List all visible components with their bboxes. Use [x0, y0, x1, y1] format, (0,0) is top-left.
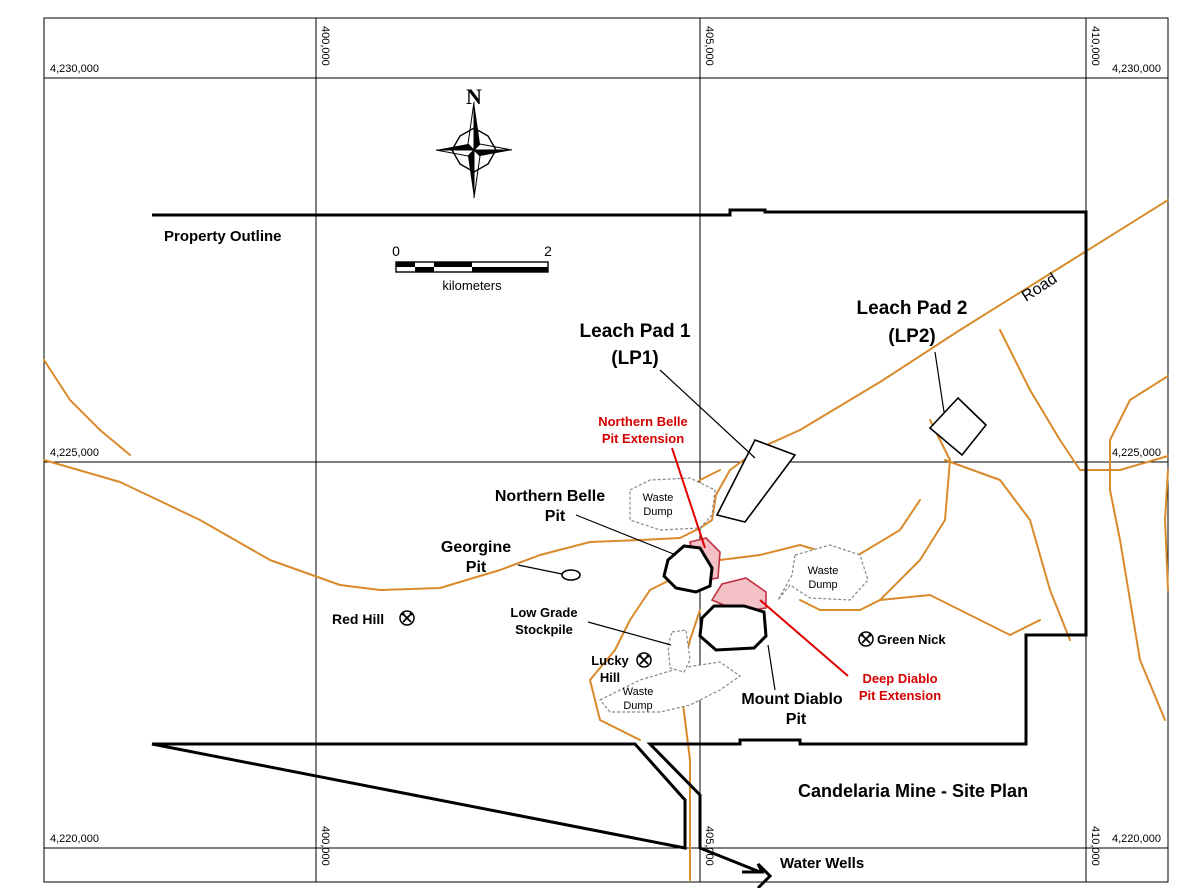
waste-dump-southwest — [599, 661, 742, 713]
waste-dump-north — [629, 477, 716, 531]
leach-pad-2-code: (LP2) — [888, 326, 936, 347]
grid-label-x-400-top: 400,000 — [319, 26, 331, 66]
grid-label-y-top-right: 4,230,000 — [1112, 63, 1161, 75]
water-wells-label: Water Wells — [780, 855, 864, 872]
map-title: Candelaria Mine - Site Plan — [798, 781, 1028, 801]
lucky-hill-label: Lucky — [591, 653, 629, 668]
leach-pad-1-code: (LP1) — [611, 348, 659, 369]
scale-end: 2 — [544, 243, 552, 259]
scale-unit: kilometers — [442, 278, 502, 293]
road-label: Road — [1019, 270, 1060, 305]
leach-pad-1-label: Leach Pad 1 — [580, 321, 691, 342]
lucky-hill-label-2: Hill — [600, 670, 620, 685]
red-hill-mine-icon — [399, 610, 415, 626]
northern-belle-ext-label-2: Pit Extension — [602, 431, 684, 446]
leach-pad-1 — [715, 438, 797, 523]
deep-diablo-ext-label-2: Pit Extension — [859, 688, 941, 703]
grid-label-x-400-bottom: 400,000 — [319, 826, 331, 866]
waste-dump-southwest-label: Waste — [623, 686, 654, 698]
low-grade-stockpile — [667, 629, 691, 673]
low-grade-stockpile-label-2: Stockpile — [515, 622, 573, 637]
grid-label-y-top-left: 4,230,000 — [50, 63, 99, 75]
low-grade-stockpile-label: Low Grade — [510, 605, 577, 620]
water-wells-arrow-icon — [742, 862, 773, 888]
grid-label-x-405-bottom: 405,000 — [703, 826, 715, 866]
grid-label-x-410-bottom: 410,000 — [1089, 826, 1101, 866]
waste-dump-east — [777, 544, 869, 601]
mount-diablo-pit — [698, 604, 768, 652]
georgine-pit-label: Georgine — [441, 539, 511, 556]
grid-label-x-405-top: 405,000 — [703, 26, 715, 66]
northern-belle-ext-label: Northern Belle — [598, 414, 688, 429]
leach-pad-2-label: Leach Pad 2 — [857, 298, 968, 319]
grid-label-y-bottom-left: 4,220,000 — [50, 833, 99, 845]
waste-dump-north-label: Waste — [643, 492, 674, 504]
waste-dump-east-label: Waste — [808, 565, 839, 577]
scale-bar — [395, 261, 549, 273]
green-nick-mine-icon — [858, 631, 874, 647]
north-label: N — [466, 84, 482, 109]
grid-label-y-mid-left: 4,225,000 — [50, 447, 99, 459]
mount-diablo-pit-label-2: Pit — [786, 711, 807, 728]
green-nick-label: Green Nick — [877, 632, 946, 647]
northern-belle-pit — [662, 544, 714, 594]
waste-dump-southwest-label-2: Dump — [623, 700, 652, 712]
grid-label-x-410-top: 410,000 — [1089, 26, 1101, 66]
waste-dump-east-label-2: Dump — [808, 579, 837, 591]
roads — [43, 199, 1169, 881]
red-hill-label: Red Hill — [332, 611, 384, 627]
deep-diablo-ext-label: Deep Diablo — [862, 671, 937, 686]
georgine-pit-label-2: Pit — [466, 559, 487, 576]
grid-label-y-bottom-right: 4,220,000 — [1112, 833, 1161, 845]
property-outline — [151, 208, 1088, 874]
northern-belle-pit-label: Northern Belle — [495, 488, 605, 505]
leach-pad-2 — [928, 396, 988, 457]
property-outline-label: Property Outline — [164, 228, 282, 245]
northern-belle-pit-label-2: Pit — [545, 508, 566, 525]
lucky-hill-mine-icon — [636, 652, 652, 668]
map-grid — [43, 17, 1169, 883]
grid-label-y-mid-right: 4,225,000 — [1112, 447, 1161, 459]
georgine-pit — [561, 569, 581, 581]
waste-dump-north-label-2: Dump — [643, 506, 672, 518]
north-arrow-icon — [435, 101, 513, 199]
scale-start: 0 — [392, 243, 400, 259]
mount-diablo-pit-label: Mount Diablo — [741, 691, 843, 708]
